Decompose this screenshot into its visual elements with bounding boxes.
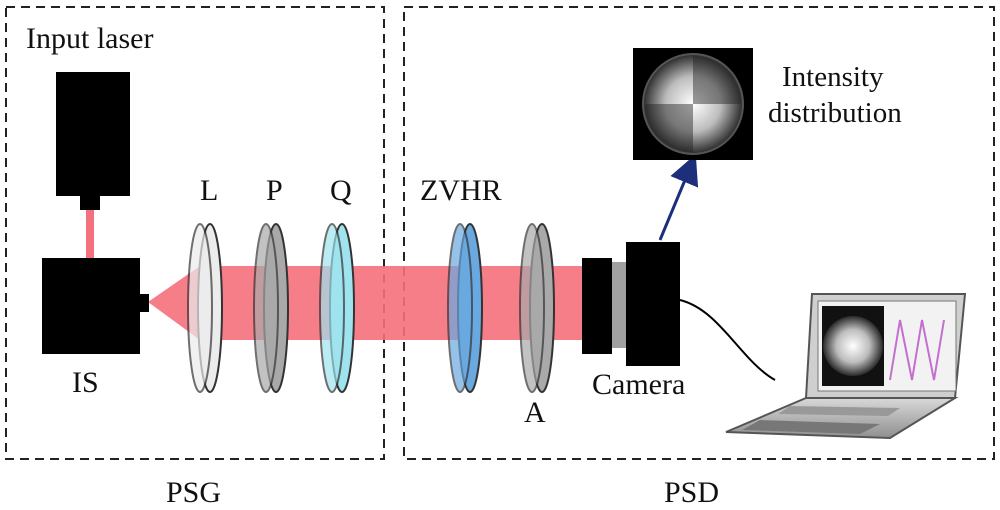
polarizer-P bbox=[253, 223, 289, 393]
camera-cable bbox=[679, 299, 776, 381]
psd-label: PSD bbox=[664, 476, 719, 509]
zvhr-element bbox=[447, 223, 483, 393]
output-arrow bbox=[658, 154, 699, 241]
camera bbox=[582, 242, 680, 366]
a-label: A bbox=[524, 396, 546, 429]
zvhr-label: ZVHR bbox=[420, 174, 502, 207]
psg-box bbox=[5, 6, 385, 460]
analyzer-A bbox=[519, 223, 555, 393]
intensity-label-line1: Intensity bbox=[782, 61, 884, 93]
q-label: Q bbox=[330, 174, 352, 207]
l-label: L bbox=[200, 174, 218, 207]
laser-source bbox=[56, 72, 130, 196]
lens-L bbox=[187, 223, 223, 393]
intensity-image bbox=[633, 48, 753, 160]
input-laser-label: Input laser bbox=[26, 22, 153, 55]
intensity-label-line2: distribution bbox=[768, 97, 902, 129]
quarter-wave-plate-Q bbox=[319, 223, 355, 393]
laptop bbox=[725, 293, 967, 440]
psd-box bbox=[403, 6, 995, 460]
psg-label: PSG bbox=[166, 476, 221, 509]
camera-label: Camera bbox=[592, 368, 685, 401]
integrating-sphere bbox=[42, 258, 140, 354]
sphere-port bbox=[140, 294, 149, 312]
laser-nozzle bbox=[80, 196, 100, 210]
p-label: P bbox=[266, 174, 283, 207]
is-label: IS bbox=[72, 366, 99, 399]
laser-input-beam bbox=[86, 210, 94, 258]
